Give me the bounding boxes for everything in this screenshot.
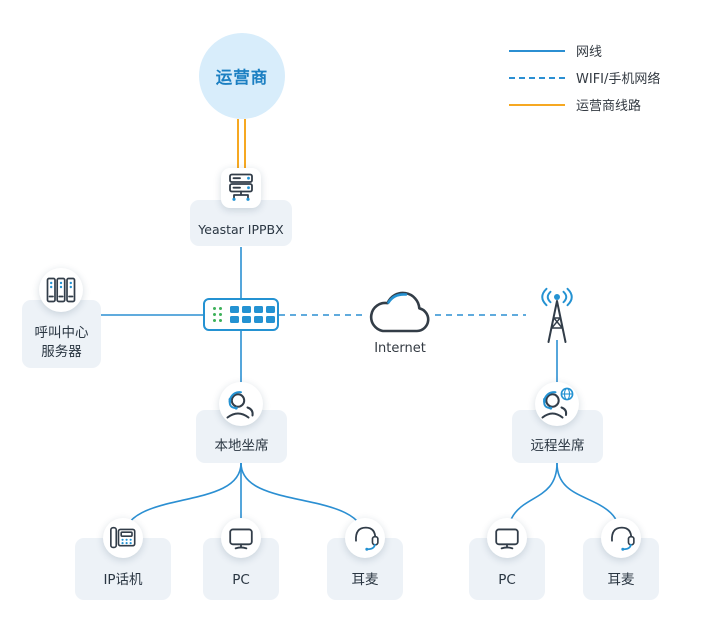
monitor-icon (495, 528, 519, 550)
remote-pc-label: PC (498, 572, 516, 588)
remote-agent-icon-badge (535, 382, 579, 426)
ip-phone-label: IP话机 (103, 572, 143, 588)
legend: 网线 WIFI/手机网络 运营商线路 (509, 37, 660, 118)
pbx-server-icon (229, 173, 253, 201)
call-center-label-line1: 呼叫中心 (34, 325, 89, 341)
remote-headset-icon-badge (601, 518, 641, 558)
legend-line-dashed-blue (509, 76, 565, 79)
call-center-icon-badge (39, 268, 83, 312)
cell-tower-icon (541, 287, 573, 343)
legend-label: 网线 (576, 45, 603, 60)
remote-pc-icon-badge (487, 518, 527, 558)
ippbx-icon-badge (221, 168, 261, 208)
remote-agent-globe-icon (541, 387, 574, 419)
remote-agent-label: 远程坐席 (530, 438, 585, 454)
call-center-label-line2: 服务器 (41, 344, 82, 360)
local-agent-icon-badge (219, 382, 263, 426)
agent-headset-icon (226, 391, 254, 419)
legend-line-solid-orange (509, 103, 565, 106)
internet-cloud-icon (369, 291, 430, 333)
remote-agent-box: 远程坐席 (512, 410, 603, 463)
switch-leds (213, 307, 222, 322)
server-rack-icon (46, 277, 76, 303)
carrier-label: 运营商 (215, 68, 269, 87)
monitor-icon (229, 528, 253, 550)
headset-icon (611, 526, 635, 551)
carrier-node: 运营商 (199, 33, 285, 119)
call-center-label: 呼叫中心 服务器 (35, 324, 89, 368)
legend-label: 运营商线路 (576, 99, 642, 114)
call-center-node-box: 呼叫中心 服务器 (22, 300, 101, 368)
local-pc-label: PC (232, 572, 250, 588)
legend-item-network-cable: 网线 (509, 37, 660, 64)
local-pc-icon-badge (221, 518, 261, 558)
legend-item-carrier-line: 运营商线路 (509, 91, 660, 118)
legend-label: WIFI/手机网络 (576, 72, 661, 87)
switch-ports (230, 306, 275, 323)
local-headset-label: 耳麦 (351, 572, 379, 588)
ip-phone-icon (110, 526, 136, 549)
headset-icon (355, 526, 379, 551)
network-switch-icon (203, 298, 279, 331)
ippbx-label: Yeastar IPPBX (198, 222, 284, 237)
legend-item-wifi: WIFI/手机网络 (509, 64, 660, 91)
internet-label: Internet (374, 341, 426, 356)
local-headset-icon-badge (345, 518, 385, 558)
ip-phone-icon-badge (103, 518, 143, 558)
local-agent-label: 本地坐席 (214, 438, 269, 454)
remote-headset-label: 耳麦 (607, 572, 635, 588)
legend-line-solid-blue (509, 49, 565, 52)
